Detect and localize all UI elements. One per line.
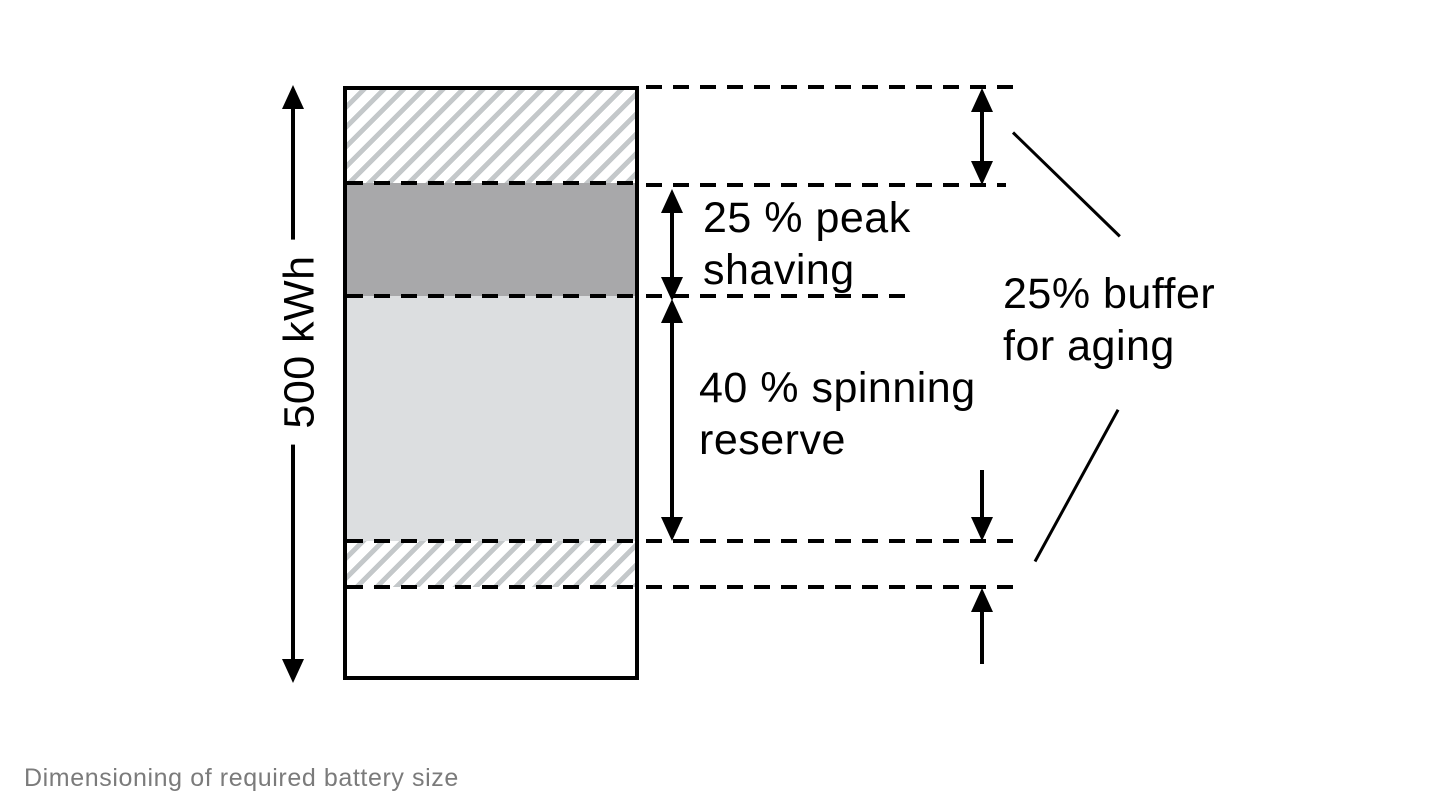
boundary-line-peak-bottom (347, 294, 635, 298)
peak-shaving-label: 25 % peak shaving (703, 192, 911, 296)
spinning-reserve-label-line2: reserve (699, 416, 846, 464)
spinning-reserve-label: 40 % spinning reserve (699, 362, 976, 466)
arrowhead-up-icon (661, 299, 683, 323)
boundary-line-reserve-bottom (347, 539, 635, 543)
boundary-line-buffer-top (347, 181, 635, 185)
arrowhead-up-icon (282, 85, 304, 109)
arrowhead-down-icon (282, 659, 304, 683)
spinning-reserve-arrow (661, 299, 683, 541)
segment-peak-shaving (347, 183, 635, 296)
arrowhead-down-icon (971, 161, 993, 185)
extension-line-reserve-bottom (646, 539, 1020, 543)
arrowhead-up-icon (971, 588, 993, 612)
segment-remainder (347, 587, 635, 676)
boundary-line-buffer-bottom (347, 585, 635, 589)
extension-line-buffer-bottom (646, 585, 1020, 589)
figure-caption: Dimensioning of required battery size (24, 764, 459, 792)
peak-shaving-arrow (661, 189, 683, 301)
aging-buffer-label: 25% buffer for aging (1003, 268, 1215, 372)
buffer-bottom-down-arrow (971, 470, 993, 541)
peak-shaving-label-line1: 25 % peak (703, 194, 911, 242)
extension-line-peak-bottom (646, 294, 910, 298)
battery-bar (343, 86, 639, 680)
extension-line-bar-top (646, 85, 1014, 89)
total-capacity-label: 500 kWh (275, 239, 325, 445)
aging-buffer-label-line1: 25% buffer (1003, 270, 1216, 318)
arrowhead-up-icon (661, 189, 683, 213)
buffer-top-arrow (971, 88, 993, 185)
extension-line-buffer-top (646, 183, 1006, 187)
segment-buffer-bottom (347, 541, 635, 587)
segment-buffer-top (347, 90, 635, 183)
spinning-reserve-label-line1: 40 % spinning (699, 364, 976, 412)
buffer-pointer-line-lower (1033, 409, 1120, 563)
arrowhead-down-icon (971, 517, 993, 541)
buffer-bottom-up-arrow (971, 588, 993, 664)
aging-buffer-label-line2: for aging (1003, 322, 1175, 370)
buffer-pointer-line-upper (1011, 131, 1121, 238)
peak-shaving-label-line2: shaving (703, 246, 855, 294)
arrowhead-up-icon (971, 88, 993, 112)
arrowhead-down-icon (661, 277, 683, 301)
arrowhead-down-icon (661, 517, 683, 541)
segment-spinning-reserve (347, 296, 635, 541)
